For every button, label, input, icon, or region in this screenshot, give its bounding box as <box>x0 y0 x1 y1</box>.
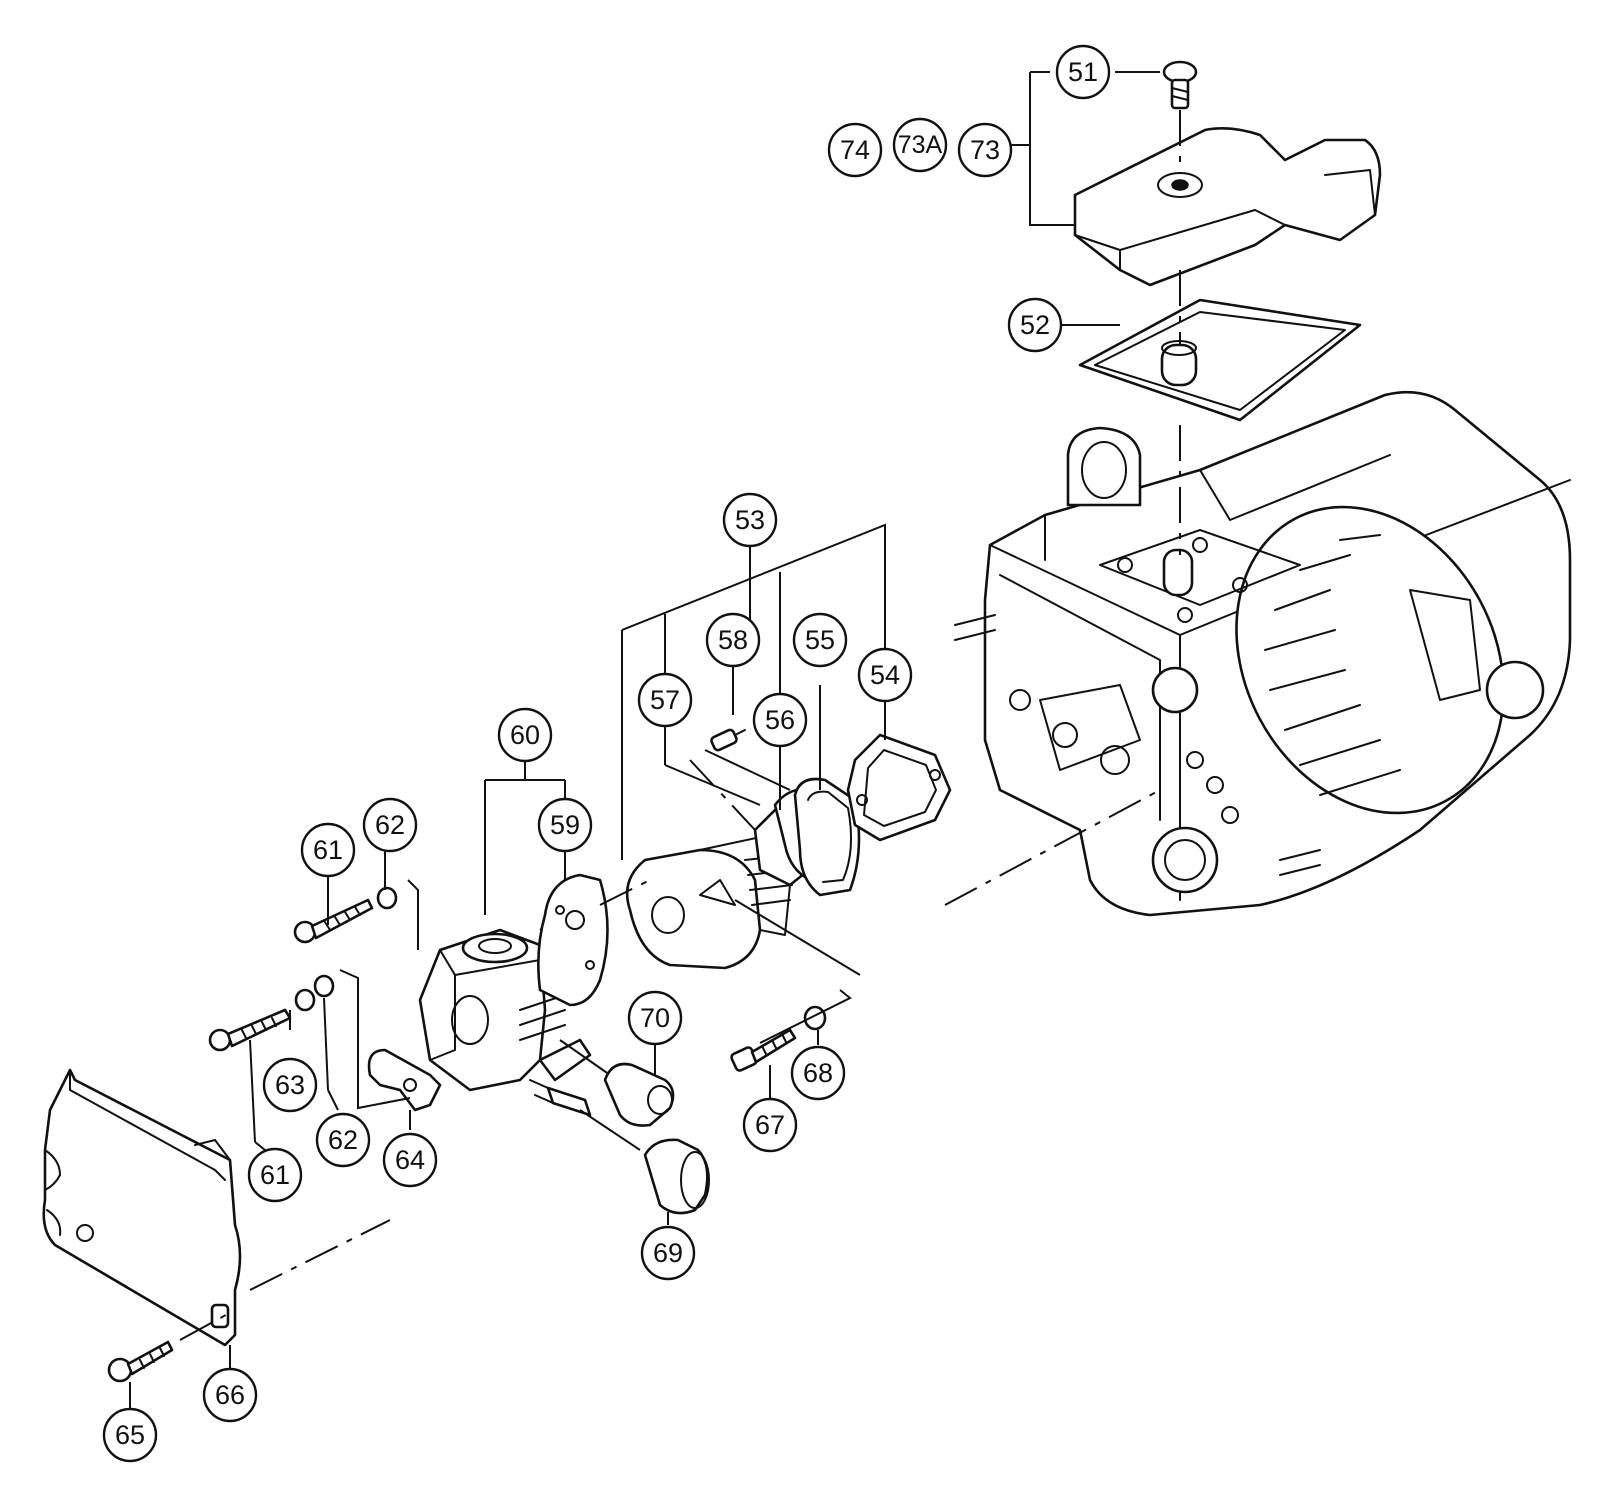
svg-text:62: 62 <box>328 1125 358 1155</box>
svg-text:62: 62 <box>375 810 405 840</box>
svg-text:61: 61 <box>260 1160 290 1190</box>
screw-51-drawing <box>1162 60 1198 170</box>
callout-57: 57 <box>637 672 693 728</box>
side-cover-drawing <box>42 1068 242 1347</box>
washer-62-upper <box>376 886 398 910</box>
callout-61-lower: 61 <box>247 1147 303 1203</box>
callout-73a: 73A <box>892 117 948 173</box>
svg-text:54: 54 <box>870 660 900 690</box>
svg-text:74: 74 <box>840 135 870 165</box>
bolt-61-lower-drawing <box>208 1008 292 1052</box>
callout-70: 70 <box>627 990 683 1046</box>
callout-58: 58 <box>705 612 761 668</box>
svg-text:67: 67 <box>755 1110 785 1140</box>
svg-text:63: 63 <box>275 1070 305 1100</box>
callout-59: 59 <box>537 797 593 853</box>
svg-text:58: 58 <box>718 625 748 655</box>
callout-53: 53 <box>722 492 778 548</box>
svg-text:57: 57 <box>650 685 680 715</box>
callout-67: 67 <box>742 1097 798 1153</box>
callout-69: 69 <box>640 1225 696 1281</box>
callout-68: 68 <box>790 1045 846 1101</box>
engine-crankcase-drawing <box>954 390 1572 917</box>
top-cover-drawing <box>1073 127 1382 287</box>
gasket-52-drawing <box>1078 270 1362 555</box>
screw-65-drawing <box>107 1340 174 1383</box>
callout-63: 63 <box>262 1057 318 1113</box>
svg-text:64: 64 <box>395 1145 425 1175</box>
svg-text:56: 56 <box>765 705 795 735</box>
svg-text:55: 55 <box>805 625 835 655</box>
callout-62-lower: 62 <box>315 1112 371 1168</box>
svg-text:70: 70 <box>640 1003 670 1033</box>
callout-65: 65 <box>102 1407 158 1463</box>
callout-73: 73 <box>957 122 1013 178</box>
bolt-67-drawing <box>730 1028 797 1072</box>
svg-text:73A: 73A <box>898 131 943 159</box>
svg-text:52: 52 <box>1020 310 1050 340</box>
gasket-54-drawing <box>846 733 952 842</box>
callout-64: 64 <box>382 1132 438 1188</box>
gasket-59-drawing <box>537 873 609 1007</box>
callout-60: 60 <box>497 707 553 763</box>
svg-text:60: 60 <box>510 720 540 750</box>
filter-69-drawing <box>643 1138 710 1215</box>
bolt-61-upper-drawing <box>293 898 374 944</box>
callout-56: 56 <box>752 692 808 748</box>
filter-70-drawing <box>603 1062 675 1127</box>
callout-54: 54 <box>857 647 913 703</box>
svg-text:68: 68 <box>803 1058 833 1088</box>
callout-52: 52 <box>1007 297 1063 353</box>
adjust-screw-drawing <box>529 1079 592 1117</box>
svg-text:73: 73 <box>970 135 1000 165</box>
screw-58-drawing <box>710 728 746 752</box>
callout-61-upper: 61 <box>300 822 356 878</box>
washer-63 <box>294 988 316 1012</box>
svg-text:65: 65 <box>115 1420 145 1450</box>
callout-55: 55 <box>792 612 848 668</box>
svg-text:61: 61 <box>313 835 343 865</box>
svg-text:66: 66 <box>215 1380 245 1410</box>
svg-text:51: 51 <box>1068 57 1098 87</box>
callout-66: 66 <box>202 1367 258 1423</box>
callout-62-upper: 62 <box>362 797 418 853</box>
svg-text:59: 59 <box>550 810 580 840</box>
carburetor-drawing <box>418 919 592 1092</box>
lever-64-drawing <box>367 1048 442 1112</box>
callout-51: 51 <box>1055 44 1111 100</box>
svg-text:69: 69 <box>653 1238 683 1268</box>
callout-74: 74 <box>827 122 883 178</box>
svg-text:53: 53 <box>735 505 765 535</box>
gasket-55-drawing <box>793 777 861 897</box>
washer-62-lower <box>313 974 335 998</box>
